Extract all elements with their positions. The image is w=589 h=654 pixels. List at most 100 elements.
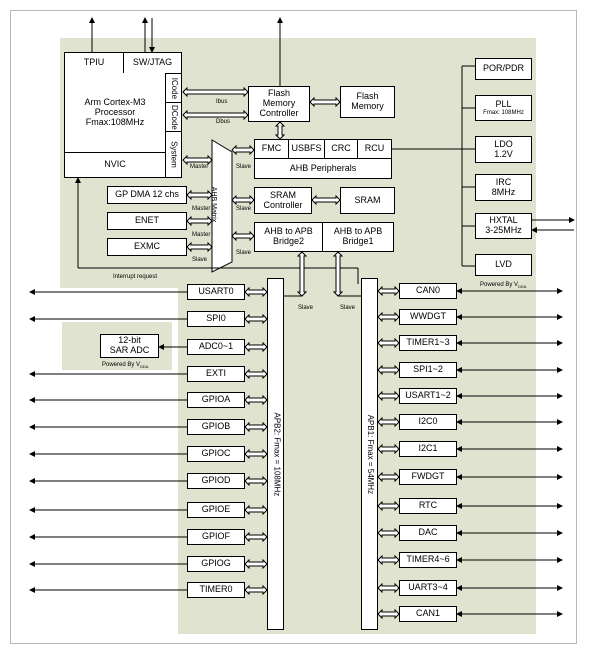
apb1-peripheral: TIMER4~6 bbox=[399, 552, 457, 568]
apb2-peripheral-label: GPIOG bbox=[201, 558, 231, 569]
apb1-peripheral: WWDGT bbox=[399, 309, 457, 325]
apb1-bus-arrow-4 bbox=[377, 390, 400, 402]
apb2-peripheral-label: EXTI bbox=[205, 368, 226, 379]
processor-name: Arm Cortex-M3 bbox=[84, 97, 146, 108]
flash-controller-l2: Memory bbox=[262, 98, 296, 109]
sram: SRAM bbox=[340, 187, 395, 214]
apb2-peripheral: SPI0 bbox=[187, 311, 245, 327]
dma-matrix-arrow bbox=[186, 189, 213, 201]
sram-controller-l1: SRAM bbox=[269, 189, 296, 200]
master-label-1: Master bbox=[190, 164, 209, 170]
dcode-label: DCode bbox=[169, 104, 179, 130]
por-pdr-label: POR/PDR bbox=[482, 63, 524, 74]
system-label: System bbox=[169, 141, 179, 168]
apb1-bus-arrow-7 bbox=[377, 471, 400, 483]
bridge2-down-arrow bbox=[296, 251, 308, 297]
apb1-bus-arrow-1 bbox=[377, 311, 400, 323]
apb2-bus-arrow-1 bbox=[244, 313, 268, 325]
apb2-peripheral: GPIOC bbox=[187, 446, 245, 462]
icode-bus: ICode bbox=[165, 73, 182, 103]
apb2-bus-arrow-9 bbox=[244, 531, 268, 543]
sram-label: SRAM bbox=[354, 194, 381, 205]
bridge2-l1: AHB to APB bbox=[264, 226, 313, 237]
apb2-peripheral-label: SPI0 bbox=[206, 313, 226, 324]
matrix-bridge-arrow bbox=[231, 230, 255, 242]
apb2-bus-arrow-7 bbox=[244, 475, 268, 487]
apb2-peripheral-label: GPIOB bbox=[201, 421, 231, 432]
apb2-peripheral: ADC0~1 bbox=[187, 339, 245, 355]
bridge2-slave-label: Slave bbox=[298, 305, 314, 311]
apb1-bus-arrow-2 bbox=[377, 337, 400, 349]
apb1-bus-arrow-3 bbox=[377, 364, 400, 376]
por-pdr-box: POR/PDR bbox=[475, 58, 532, 80]
exmc-box: EXMC bbox=[107, 238, 187, 256]
ahb-matrix-label: AHB Matrix bbox=[210, 186, 218, 223]
hxtal-l1: HXTAL bbox=[489, 215, 518, 226]
apb1-peripheral-label: I2C0 bbox=[418, 416, 438, 427]
ibus-label: Ibus bbox=[216, 99, 228, 105]
processor-fmax: Fmax:108MHz bbox=[85, 116, 145, 127]
master-label-3: Master bbox=[192, 232, 211, 238]
nvic-label: NVIC bbox=[104, 159, 126, 170]
irc-l2: 8MHz bbox=[491, 186, 516, 197]
sram-arrow bbox=[311, 194, 341, 206]
ahb-periph-crc: CRC bbox=[324, 139, 358, 159]
apb2-peripheral-label: GPIOF bbox=[201, 531, 230, 542]
usbfs-label: USBFS bbox=[291, 143, 322, 154]
apb2-bus-arrow-3 bbox=[244, 368, 268, 380]
slave-label-3: Slave bbox=[236, 250, 252, 256]
nvic-box: NVIC bbox=[64, 152, 166, 178]
pll-box: PLL Fmax: 108MHz bbox=[475, 95, 532, 121]
pll-fmax: Fmax: 108MHz bbox=[483, 109, 524, 116]
apb2-peripheral: TIMER0 bbox=[187, 582, 245, 598]
adc-powered-by: Powered By VDDA bbox=[102, 362, 149, 370]
apb1-peripheral: RTC bbox=[399, 498, 457, 514]
apb1-peripheral-label: DAC bbox=[418, 527, 438, 538]
ldo-l1: LDO bbox=[494, 138, 513, 149]
apb1-peripheral: DAC bbox=[399, 525, 457, 541]
dcode-bus: DCode bbox=[165, 102, 182, 132]
apb2-bus: APB2: Fmax = 108MHz bbox=[267, 278, 284, 630]
apb1-peripheral-label: RTC bbox=[418, 500, 438, 511]
fmc-label: FMC bbox=[261, 143, 282, 154]
apb1-bus-arrow-6 bbox=[377, 443, 400, 455]
ahb-periph-usbfs: USBFS bbox=[288, 139, 325, 159]
apb1-peripheral-label: CAN1 bbox=[415, 608, 440, 619]
flash-memory: Flash Memory bbox=[340, 86, 395, 118]
tpiu-label: TPIU bbox=[83, 57, 105, 68]
bridge1-down-arrow bbox=[332, 251, 344, 297]
hxtal-box: HXTAL 3-25MHz bbox=[475, 213, 532, 239]
apb2-peripheral: GPIOF bbox=[187, 529, 245, 545]
sram-controller-l2: Controller bbox=[263, 199, 303, 210]
apb1-peripheral: UART3~4 bbox=[399, 580, 457, 596]
apb2-peripheral: GPIOE bbox=[187, 502, 245, 518]
adc-l1: 12-bit bbox=[118, 335, 141, 346]
apb2-bus-arrow-0 bbox=[244, 286, 268, 298]
apb2-peripheral: EXTI bbox=[187, 366, 245, 382]
apb1-peripheral-label: I2C1 bbox=[418, 443, 438, 454]
apb1-bus-arrow-5 bbox=[377, 416, 400, 428]
apb2-peripheral-label: TIMER0 bbox=[199, 584, 233, 595]
ldo-box: LDO 1.2V bbox=[475, 136, 532, 163]
pll-label: PLL bbox=[495, 98, 512, 109]
apb2-peripheral-label: GPIOD bbox=[201, 475, 231, 486]
gp-dma-box: GP DMA 12 chs bbox=[107, 186, 187, 204]
apb1-bus-label: APB1: Fmax = 54MHz bbox=[365, 414, 375, 494]
apb1-bus-arrow-8 bbox=[377, 500, 400, 512]
bridge1-l2: Bridge1 bbox=[342, 236, 374, 246]
slave-label-1: Slave bbox=[236, 164, 252, 170]
flash-controller-l3: Controller bbox=[259, 107, 299, 118]
sram-controller: SRAM Controller bbox=[254, 187, 312, 214]
apb1-peripheral-label: TIMER4~6 bbox=[406, 554, 450, 565]
swjtag-label: SW/JTAG bbox=[132, 57, 173, 68]
flash-memory-controller: Flash Memory Controller bbox=[248, 86, 310, 122]
swjtag-box: SW/JTAG bbox=[123, 52, 182, 74]
flash-memory-l2: Memory bbox=[351, 101, 384, 111]
flash-mem-arrow bbox=[309, 96, 341, 108]
apb1-bus: APB1: Fmax = 54MHz bbox=[361, 278, 378, 630]
apb1-peripheral-label: TIMER1~3 bbox=[406, 337, 450, 348]
enet-matrix-arrow bbox=[186, 215, 213, 227]
system-bus: System bbox=[165, 131, 182, 178]
apb2-peripheral-label: GPIOE bbox=[201, 504, 231, 515]
bridge2-l2: Bridge2 bbox=[272, 236, 305, 246]
